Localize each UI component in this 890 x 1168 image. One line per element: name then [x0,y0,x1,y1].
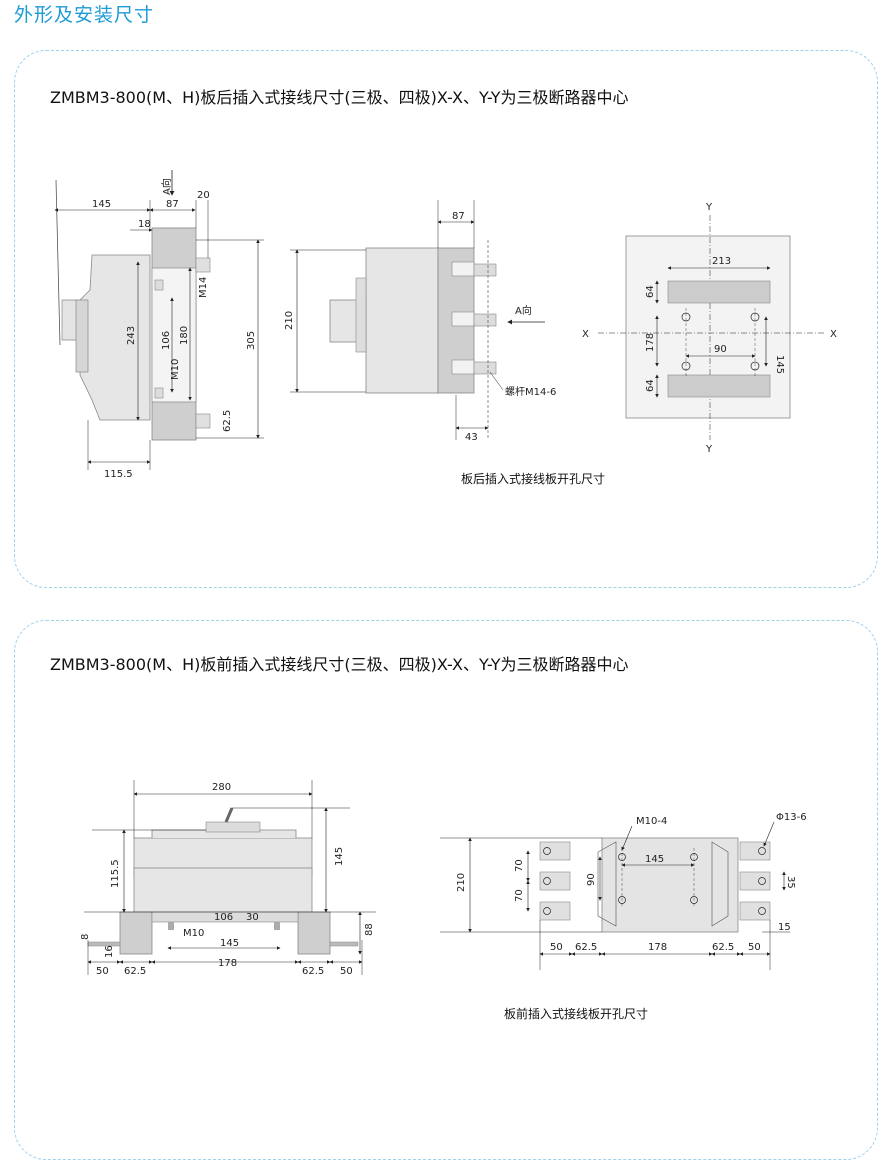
front-cutout-drawing: M10-4 Φ13-6 210 70 70 90 145 35 15 50 62… [440,812,807,970]
side-dim-305: 305 [246,331,257,350]
plan-dim-90: 90 [586,873,597,886]
side-dim-106: 106 [161,331,172,350]
side-dim-20: 20 [197,190,210,201]
plan-dim-50-right: 50 [748,942,761,953]
front-dim-106: 106 [214,912,233,923]
side-m14: M14 [198,277,209,298]
cutout-dim-64-top: 64 [645,285,656,298]
plan-dim-15: 15 [778,922,791,933]
cutout-dim-145: 145 [774,355,785,374]
side-a-dir: A向 [160,178,173,195]
cutout-dim-213: 213 [712,256,731,267]
plan-phi13-6: Φ13-6 [776,812,807,823]
side-dim-62-5: 62.5 [222,410,233,432]
plan-m10-4: M10-4 [636,816,667,827]
front-dim-145: 145 [334,847,345,866]
plan-dim-70-b: 70 [514,889,525,902]
page-title: 外形及安装尺寸 [14,4,155,26]
rear-view-drawing: 87 210 A向 螺杆M14-6 43 [284,200,556,443]
rear-a-dir: A向 [515,304,532,317]
plan-dim-145: 145 [645,854,664,865]
cutout-y-bottom: Y [705,444,713,455]
cutout-dim-64-bottom: 64 [645,379,656,392]
section-title-rear: ZMBM3-800(M、H)板后插入式接线尺寸(三极、四极)X-X、Y-Y为三极… [50,88,629,107]
side-m10: M10 [170,359,181,380]
rear-dim-87: 87 [452,211,465,222]
front-cutout-caption: 板前插入式接线板开孔尺寸 [504,1007,649,1021]
side-view-drawing: A向 145 87 20 18 M14 243 106 180 M10 305 … [54,170,264,480]
cutout-dim-90: 90 [714,344,727,355]
cutout-dim-178: 178 [645,333,656,352]
side-dim-18: 18 [138,219,151,230]
cutout-x-left: X [582,329,589,340]
front-dim-115-5: 115.5 [110,859,121,888]
plan-dim-70-a: 70 [514,859,525,872]
plan-dim-35: 35 [785,876,796,889]
cutout-y-top: Y [705,202,713,213]
front-dim-178: 178 [218,958,237,969]
section-title-front: ZMBM3-800(M、H)板前插入式接线尺寸(三极、四极)X-X、Y-Y为三极… [50,655,629,674]
cutout-x-right: X [830,329,837,340]
side-dim-145: 145 [92,199,111,210]
front-connection-panel [14,620,878,1160]
side-dim-243: 243 [126,326,137,345]
rear-cutout-drawing: Y Y X X 213 64 178 64 90 145 [582,202,837,455]
front-dim-62-5-right: 62.5 [302,966,324,977]
plan-dim-178: 178 [648,942,667,953]
plan-dim-210: 210 [456,873,467,892]
plan-dim-62-5-left: 62.5 [575,942,597,953]
plan-dim-50-left: 50 [550,942,563,953]
front-dim-8: 8 [80,934,91,940]
side-dim-87: 87 [166,199,179,210]
front-dim-50-left: 50 [96,966,109,977]
front-dim-145b: 145 [220,938,239,949]
front-dim-16: 16 [104,945,115,958]
front-dim-88: 88 [364,923,375,936]
front-m10: M10 [183,928,204,939]
plan-dim-62-5-right: 62.5 [712,942,734,953]
rear-bolt: 螺杆M14-6 [505,386,556,398]
front-dim-62-5-left: 62.5 [124,966,146,977]
front-dim-280: 280 [212,782,231,793]
side-dim-180: 180 [179,326,190,345]
rear-connection-panel [14,50,878,588]
side-dim-115-5: 115.5 [104,469,133,480]
front-dim-30: 30 [246,912,259,923]
rear-cutout-caption: 板后插入式接线板开孔尺寸 [461,472,606,486]
rear-dim-210: 210 [284,311,295,330]
front-dim-50-right: 50 [340,966,353,977]
front-view-drawing: 280 115.5 145 106 30 M10 88 8 16 145 50 … [80,780,376,977]
rear-dim-43: 43 [465,432,478,443]
